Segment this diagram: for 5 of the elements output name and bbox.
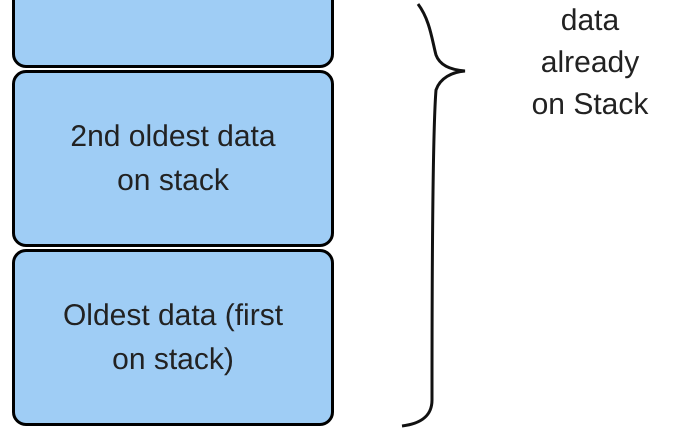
slot-text: Oldest data (first on stack) [62,298,284,378]
stack-slot-box [12,70,334,247]
slot-text: 2nd oldest data on stack [69,118,277,198]
bracket-note: data already on Stack [530,3,650,123]
stack-slot-box [12,249,334,426]
